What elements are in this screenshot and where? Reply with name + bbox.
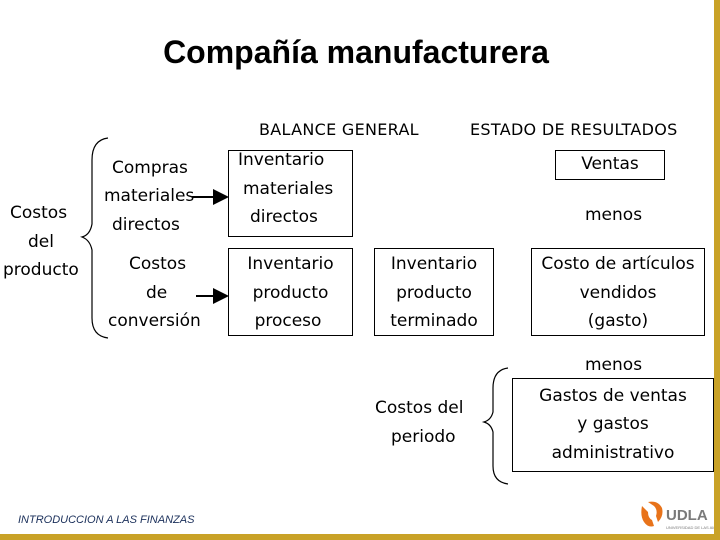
- inventario-materiales-line2: materiales: [243, 179, 334, 199]
- svg-text:UDLA: UDLA: [666, 507, 708, 524]
- inventario-terminado-line1: Inventario: [390, 254, 478, 274]
- inventario-materiales-line1: Inventario: [238, 150, 325, 170]
- inventario-terminado-line3: terminado: [390, 311, 478, 331]
- ventas-label: Ventas: [581, 154, 639, 174]
- costo-articulos-box: [531, 248, 705, 336]
- inventario-terminado-line2: producto: [396, 283, 472, 303]
- left-brace: [79, 137, 109, 339]
- costo-articulos-line2: vendidos: [579, 283, 657, 303]
- svg-text:UNIVERSIDAD DE LAS AMERICAS: UNIVERSIDAD DE LAS AMERICAS: [666, 525, 714, 530]
- inventario-materiales-line3: directos: [250, 207, 318, 227]
- right-brace: [481, 367, 509, 485]
- costo-articulos-line3: (gasto): [587, 311, 649, 331]
- inventario-proceso-line1: Inventario: [247, 254, 334, 274]
- udla-logo: UDLA UNIVERSIDAD DE LAS AMERICAS: [636, 496, 720, 536]
- header-estado-resultados: ESTADO DE RESULTADOS: [470, 120, 678, 139]
- gastos-line2: y gastos: [577, 414, 649, 434]
- ventas-box: [555, 150, 665, 180]
- menos-label-1: menos: [585, 205, 643, 225]
- gastos-line3: administrativo: [551, 443, 675, 463]
- inventario-terminado-box: [374, 248, 494, 336]
- gastos-box: [512, 378, 714, 472]
- frame-border-right: [714, 0, 720, 540]
- udla-logo-icon: UDLA UNIVERSIDAD DE LAS AMERICAS: [641, 501, 720, 530]
- slide-title: Compañía manufacturera: [163, 34, 549, 70]
- costo-articulos-line1: Costo de artículos: [541, 254, 695, 274]
- gastos-line1: Gastos de ventas: [539, 386, 687, 406]
- menos-label-2: menos: [585, 355, 643, 375]
- inventario-proceso-line3: proceso: [254, 311, 322, 331]
- header-balance-general: BALANCE GENERAL: [259, 120, 419, 139]
- inventario-proceso-line2: producto: [252, 283, 329, 303]
- frame-border-bottom: [0, 534, 720, 540]
- footer-course-title: INTRODUCCION A LAS FINANZAS: [18, 514, 195, 526]
